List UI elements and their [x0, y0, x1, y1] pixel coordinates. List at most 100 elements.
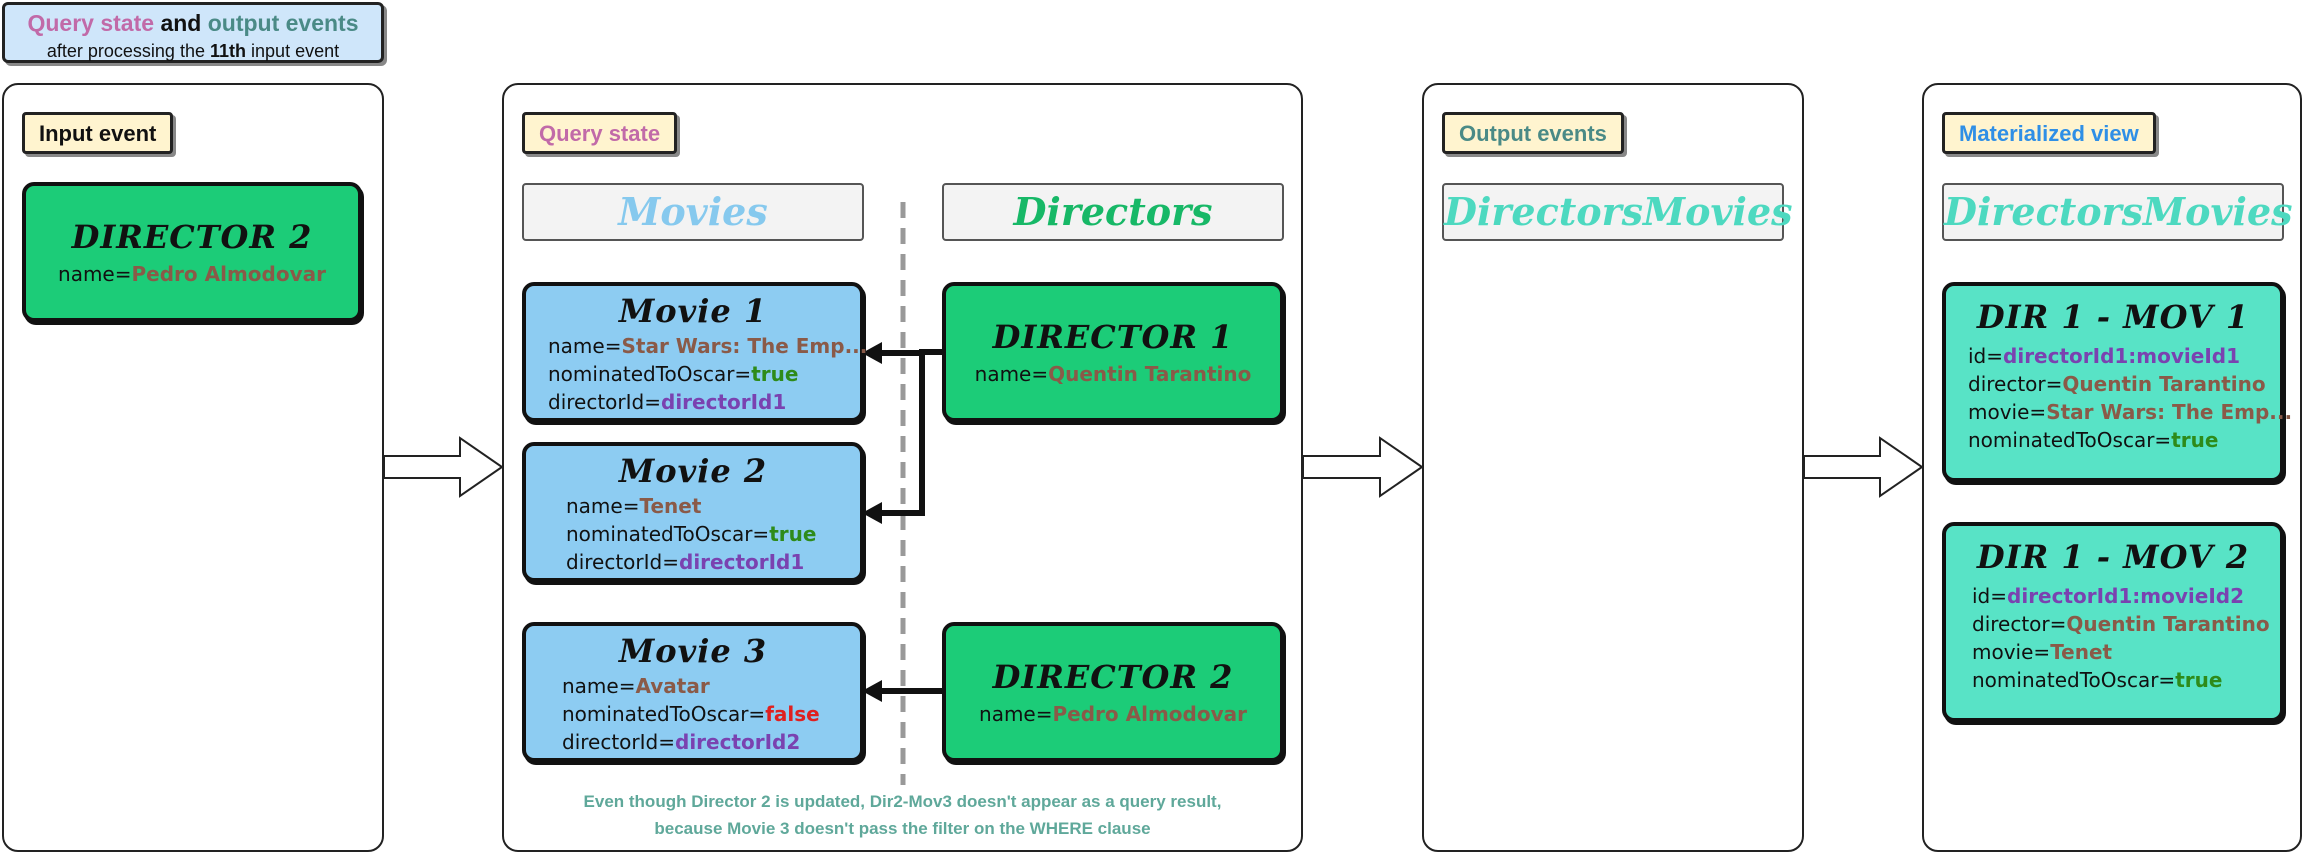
field-label: directorId=: [562, 730, 675, 754]
view-movie-field: movie=Star Wars: The Emp...: [1968, 398, 2292, 426]
view-row-card-2: DIR 1 - MOV 2 id=directorId1:movieId2 di…: [1942, 522, 2284, 722]
director-name-field: name=Pedro Almodovar: [946, 700, 1280, 728]
field-label: director=: [1968, 372, 2063, 396]
field-value: Star Wars: The Emp...: [621, 334, 868, 358]
caption-subtitle-pre: after processing the: [46, 41, 205, 61]
movie-oscar-field: nominatedToOscar=false: [562, 700, 860, 728]
movie-director-field: directorId=directorId1: [566, 548, 860, 576]
materialized-view-tag: Materialized view: [1942, 112, 2156, 154]
diagram-caption: Query state and output events after proc…: [2, 2, 384, 63]
view-table-header: DirectorsMovies: [1942, 183, 2293, 241]
field-value: Quentin Tarantino: [1048, 362, 1252, 386]
view-row-card-1: DIR 1 - MOV 1 id=directorId1:movieId1 di…: [1942, 282, 2292, 482]
input-event-tag-label: Input event: [39, 121, 157, 146]
field-value: directorId1: [661, 390, 787, 414]
field-value: true: [2175, 668, 2223, 692]
field-value: true: [2171, 428, 2219, 452]
movie-director-field: directorId=directorId2: [562, 728, 860, 756]
movie-fields: name=Tenet nominatedToOscar=true directo…: [526, 492, 860, 576]
caption-subtitle: after processing the 11th input event: [5, 41, 381, 62]
input-director-title: DIRECTOR 2: [71, 218, 313, 256]
field-label: name=: [548, 334, 622, 358]
materialized-view-tag-label: Materialized view: [1959, 121, 2139, 146]
movie-fields: name=Star Wars: The Emp... nominatedToOs…: [526, 332, 867, 416]
field-value: Quentin Tarantino: [2062, 372, 2266, 396]
field-value: true: [769, 522, 817, 546]
flow-arrow-1: [383, 436, 504, 498]
field-label: directorId=: [566, 550, 679, 574]
director-card-1: DIRECTOR 1 name=Quentin Tarantino: [942, 282, 1284, 422]
view-row-title: DIR 1 - MOV 1: [1976, 298, 2250, 336]
movies-header-label: Movies: [618, 189, 768, 234]
flow-arrow-3: [1803, 436, 1924, 498]
view-id-field: id=directorId1:movieId2: [1972, 582, 2280, 610]
field-label: id=: [1972, 584, 2008, 608]
view-row-fields: id=directorId1:movieId2 director=Quentin…: [1946, 582, 2280, 694]
caption-and: and: [160, 10, 202, 36]
flow-arrow-2: [1302, 436, 1424, 498]
input-director-name-field: name=Pedro Almodovar: [26, 260, 358, 288]
view-id-field: id=directorId1:movieId1: [1968, 342, 2280, 370]
field-label: nominatedToOscar=: [566, 522, 770, 546]
field-label: nominatedToOscar=: [1968, 428, 2172, 452]
field-value: directorId1:movieId1: [2003, 344, 2241, 368]
relation-d1-m1: [872, 349, 942, 356]
output-events-tag-label: Output events: [1459, 121, 1607, 146]
view-header-label: DirectorsMovies: [1944, 189, 2293, 234]
field-label: name=: [566, 494, 640, 518]
field-value: Tenet: [2050, 640, 2113, 664]
field-label: name=: [58, 262, 132, 286]
field-label: name=: [979, 702, 1053, 726]
field-label: name=: [562, 674, 636, 698]
field-value: directorId1:movieId2: [2007, 584, 2245, 608]
view-director-field: director=Quentin Tarantino: [1968, 370, 2280, 398]
field-label: name=: [974, 362, 1049, 386]
movie-oscar-field: nominatedToOscar=true: [548, 360, 860, 388]
field-value: directorId2: [675, 730, 801, 754]
caption-subtitle-post: input event: [251, 41, 340, 61]
filter-note: Even though Director 2 is updated, Dir2-…: [502, 788, 1303, 842]
field-value: Pedro Almodovar: [1052, 702, 1247, 726]
movie-card-3: Movie 3 name=Avatar nominatedToOscar=fal…: [522, 622, 864, 762]
movie-card-1: Movie 1 name=Star Wars: The Emp... nomin…: [522, 282, 867, 422]
relation-d2-m3-head: [862, 680, 882, 702]
caption-title: Query state and output events: [5, 10, 381, 37]
field-value: Star Wars: The Emp...: [2046, 400, 2293, 424]
caption-subtitle-bold: 11th: [209, 41, 247, 61]
movie-name-field: name=Avatar: [562, 672, 860, 700]
view-row-fields: id=directorId1:movieId1 director=Quentin…: [1946, 342, 2292, 454]
field-value: Quentin Tarantino: [2066, 612, 2270, 636]
filter-note-line-2: because Movie 3 doesn't pass the filter …: [654, 819, 1151, 838]
movie-oscar-field: nominatedToOscar=true: [566, 520, 860, 548]
movies-table-header: Movies: [522, 183, 864, 241]
field-label: movie=: [1972, 640, 2051, 664]
movie-title: Movie 2: [618, 452, 768, 490]
relation-d1-m1-head: [862, 342, 882, 364]
director-name-field: name=Quentin Tarantino: [946, 360, 1280, 388]
input-event-tag: Input event: [22, 112, 174, 154]
movie-title: Movie 3: [618, 632, 768, 670]
field-value: Tenet: [639, 494, 702, 518]
input-director-card: DIRECTOR 2 name=Pedro Almodovar: [22, 182, 362, 322]
query-state-tag: Query state: [522, 112, 678, 154]
field-label: nominatedToOscar=: [562, 702, 766, 726]
movie-name-field: name=Star Wars: The Emp...: [548, 332, 867, 360]
movie-card-2: Movie 2 name=Tenet nominatedToOscar=true…: [522, 442, 864, 582]
movie-director-field: directorId=directorId1: [548, 388, 860, 416]
field-label: movie=: [1968, 400, 2047, 424]
director-title: DIRECTOR 1: [992, 318, 1234, 356]
directors-table-header: Directors: [942, 183, 1284, 241]
output-events-tag: Output events: [1442, 112, 1624, 154]
view-oscar-field: nominatedToOscar=true: [1972, 666, 2280, 694]
movie-name-field: name=Tenet: [566, 492, 860, 520]
caption-query-state: Query state: [27, 10, 155, 36]
director-title: DIRECTOR 2: [992, 658, 1234, 696]
field-value: true: [751, 362, 799, 386]
view-row-title: DIR 1 - MOV 2: [1976, 538, 2250, 576]
field-value: Avatar: [635, 674, 710, 698]
field-label: director=: [1972, 612, 2067, 636]
director-card-2: DIRECTOR 2 name=Pedro Almodovar: [942, 622, 1284, 762]
view-movie-field: movie=Tenet: [1972, 638, 2280, 666]
filter-note-line-1: Even though Director 2 is updated, Dir2-…: [583, 792, 1222, 811]
